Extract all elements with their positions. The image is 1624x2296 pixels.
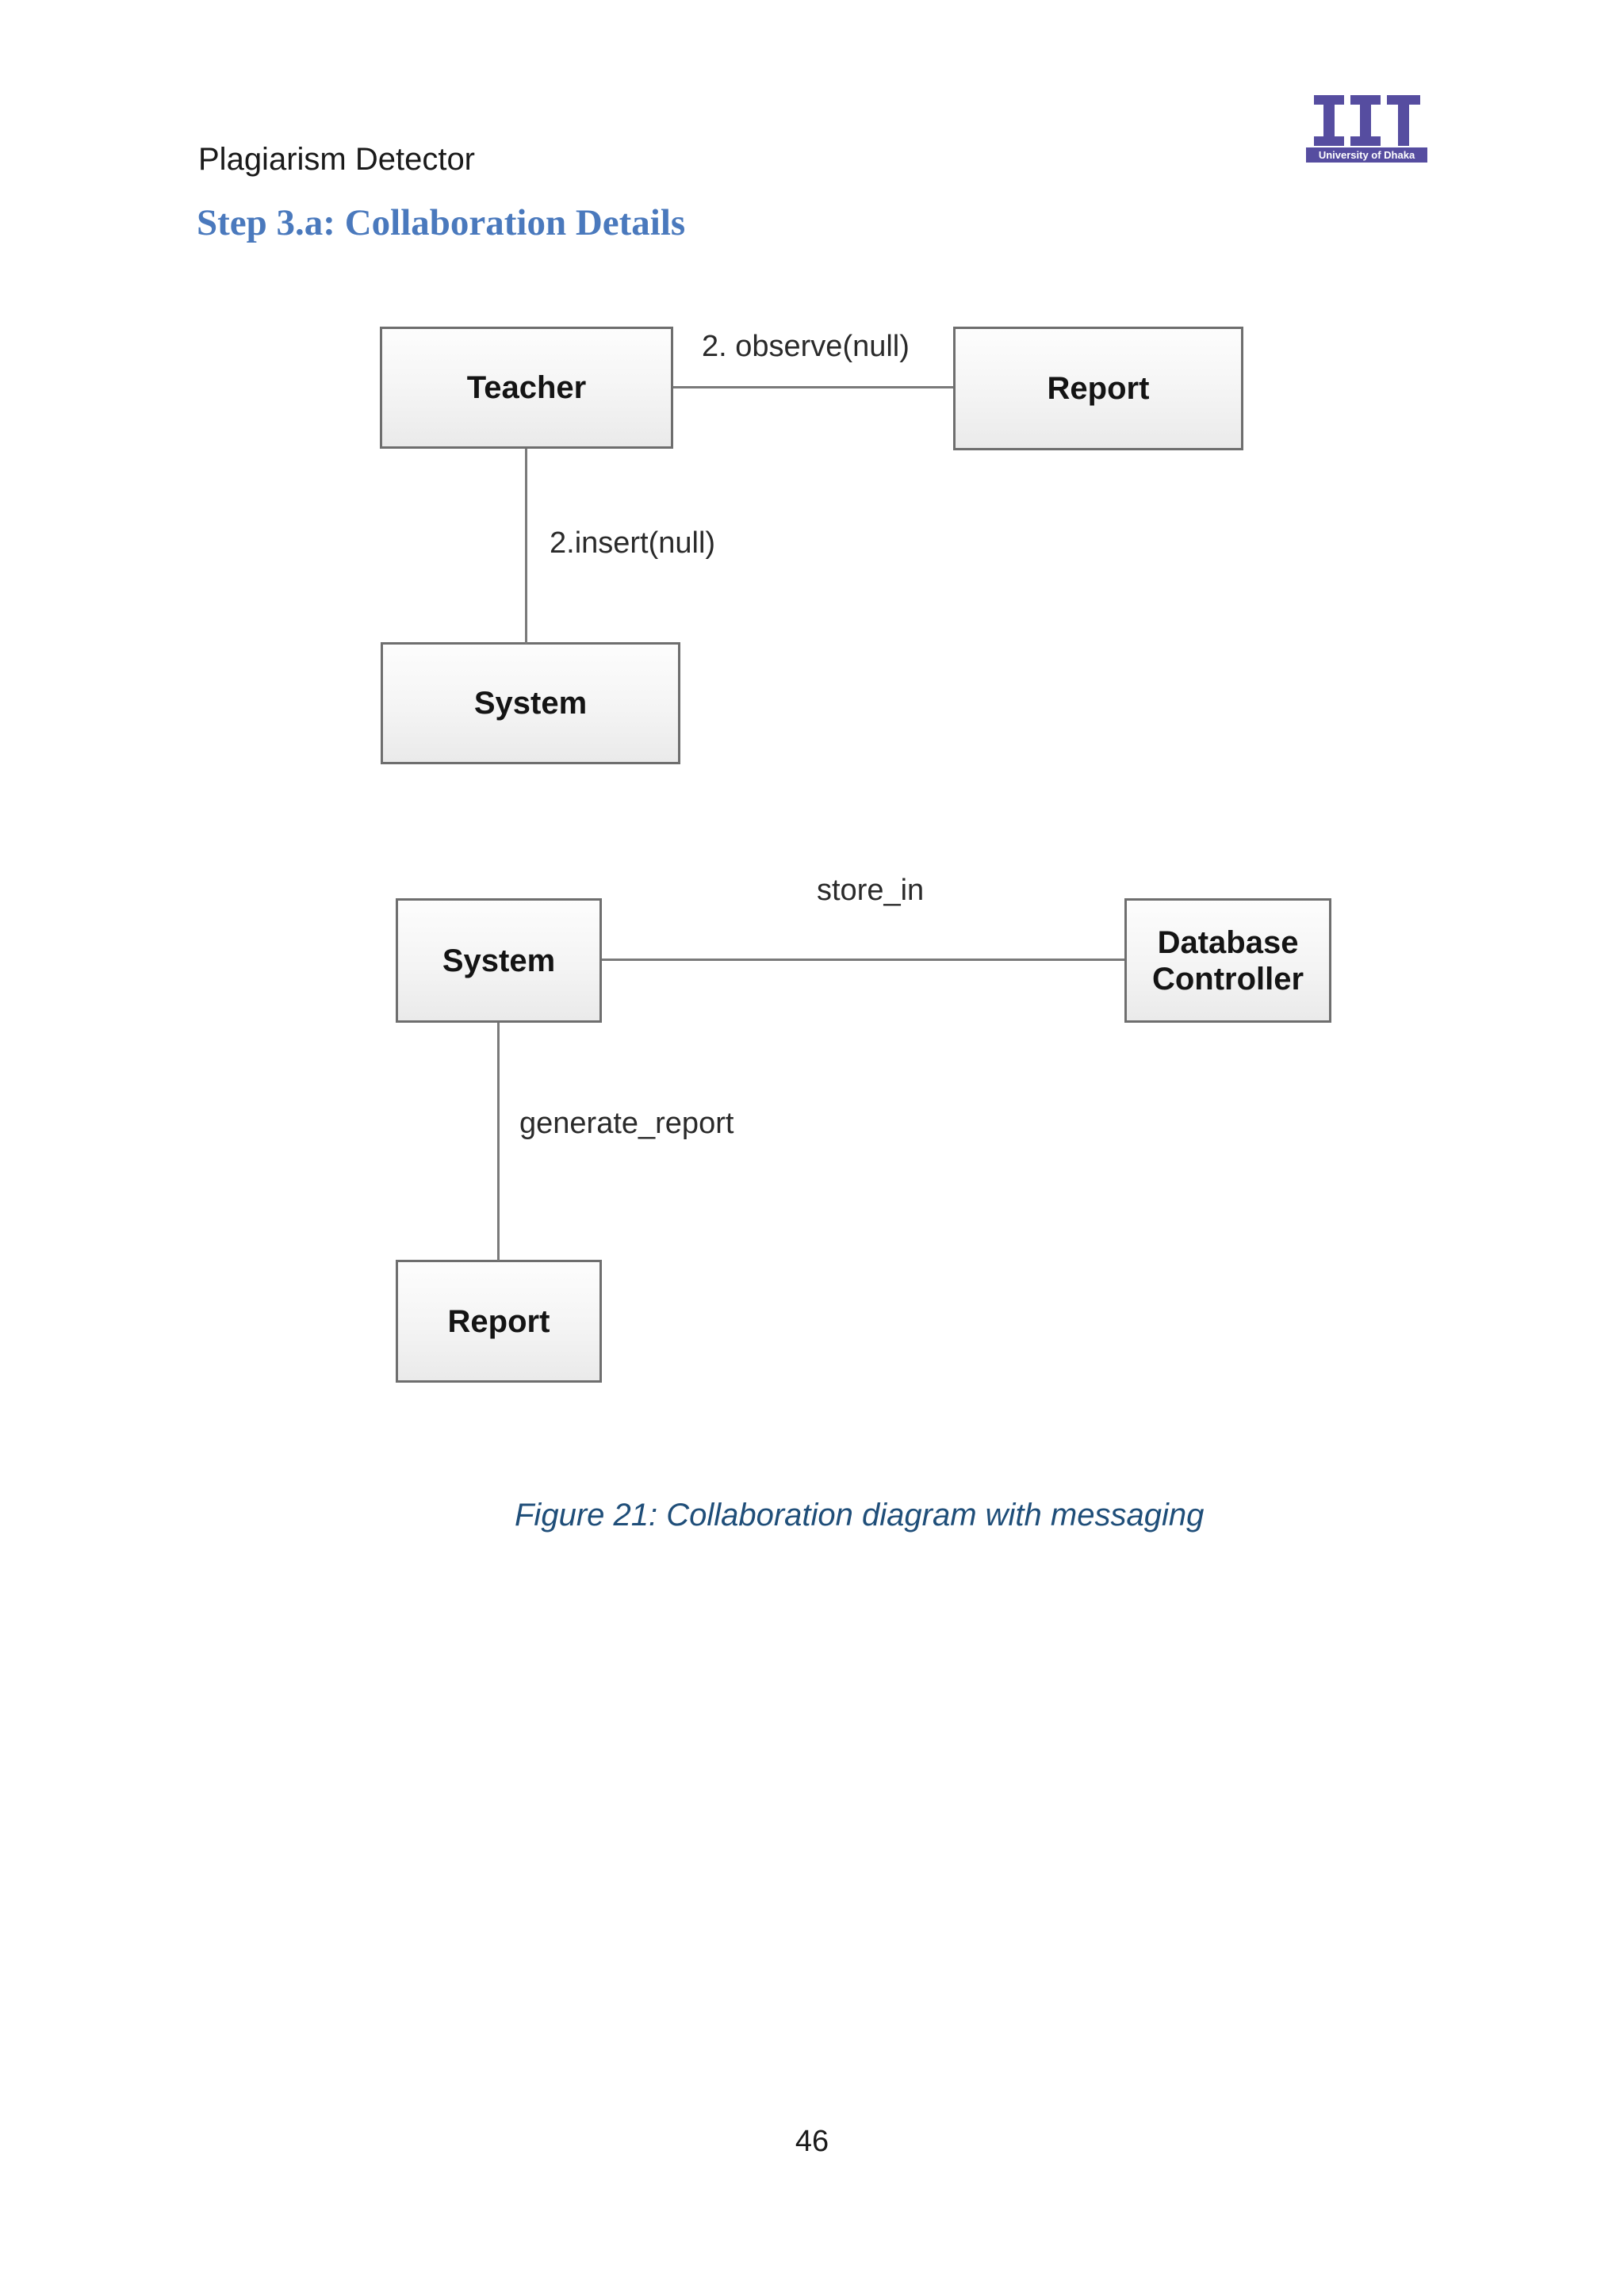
connector-system-report xyxy=(497,1023,500,1261)
university-logo: University of Dhaka xyxy=(1306,95,1427,163)
node-teacher: Teacher xyxy=(380,327,673,449)
figure-caption: Figure 21: Collaboration diagram with me… xyxy=(515,1498,1205,1533)
edge-label-observe: 2. observe(null) xyxy=(702,330,910,363)
node-report-2: Report xyxy=(396,1260,602,1383)
edge-label-store-in: store_in xyxy=(817,874,925,907)
node-report-2-label: Report xyxy=(447,1303,550,1339)
node-database-controller-label: Database Controller xyxy=(1151,924,1304,997)
edge-label-generate-report: generate_report xyxy=(519,1107,734,1140)
node-report-1-label: Report xyxy=(1047,371,1150,406)
connector-system-dbcontroller xyxy=(602,959,1124,961)
node-system-2-label: System xyxy=(442,943,556,978)
node-system-2: System xyxy=(396,898,602,1023)
node-teacher-label: Teacher xyxy=(466,370,587,405)
node-database-controller: Database Controller xyxy=(1124,898,1331,1023)
logo-banner-text: University of Dhaka xyxy=(1306,147,1427,163)
connector-teacher-report xyxy=(673,386,953,388)
section-heading: Step 3.a: Collaboration Details xyxy=(197,202,686,243)
connector-teacher-system xyxy=(525,449,527,644)
node-report-1: Report xyxy=(953,327,1243,450)
node-system-1-label: System xyxy=(473,686,588,721)
document-title: Plagiarism Detector xyxy=(198,142,476,177)
page-number: 46 xyxy=(795,2125,829,2158)
node-system-1: System xyxy=(381,642,680,764)
iit-logo-icon xyxy=(1313,95,1420,146)
edge-label-insert: 2.insert(null) xyxy=(550,526,716,560)
